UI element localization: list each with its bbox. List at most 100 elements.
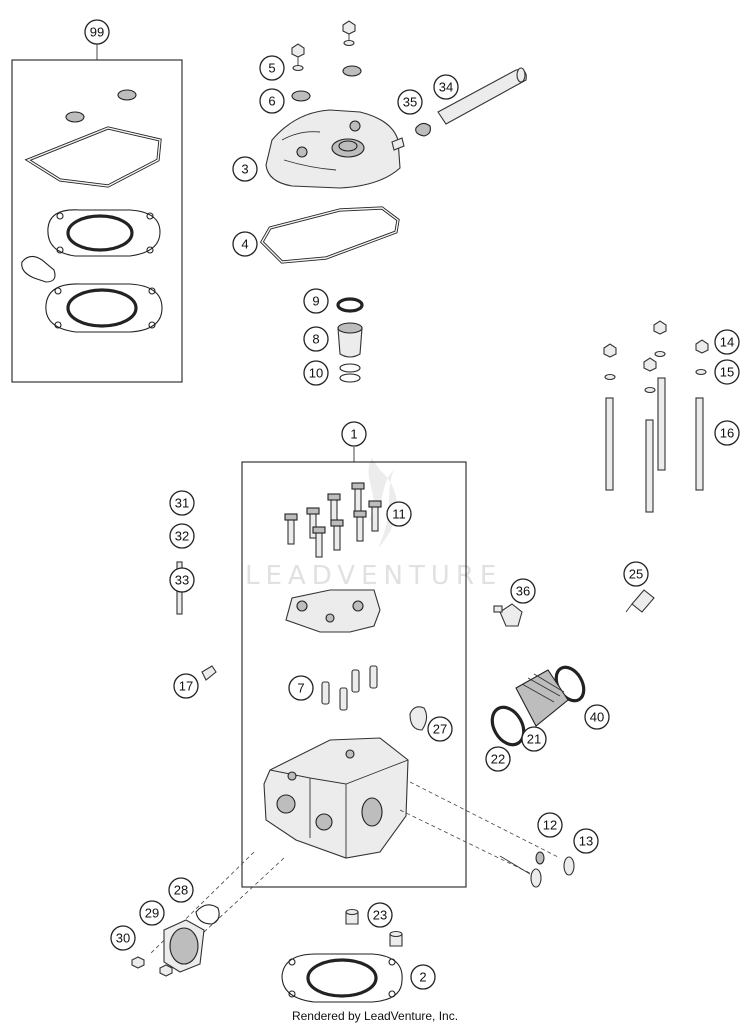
spark-plug-tube <box>337 327 363 358</box>
callout-number: 22 <box>491 752 505 767</box>
callout-circle <box>410 964 436 990</box>
callout-circle <box>110 925 136 951</box>
tube-seal-ring <box>336 297 364 313</box>
callout-1: 1 <box>341 421 367 447</box>
callout-number: 5 <box>268 61 275 76</box>
callout-number: 28 <box>174 883 188 898</box>
callout-circle <box>259 55 285 81</box>
callout-7: 7 <box>288 675 314 701</box>
callout-circle <box>259 88 285 114</box>
callout-number: 6 <box>268 94 275 109</box>
tube-o-ring-upper <box>339 363 361 373</box>
callout-number: 30 <box>116 931 130 946</box>
callout-number: 32 <box>175 529 189 544</box>
cylinder-head-assembly <box>241 447 467 888</box>
callout-circle <box>168 877 194 903</box>
callout-21: 21 <box>521 726 547 752</box>
valve-cover-gasket <box>260 206 400 264</box>
callout-circle <box>139 900 165 926</box>
exhaust-gasket-28 <box>195 904 220 925</box>
callout-number: 17 <box>179 679 193 694</box>
callout-32: 32 <box>169 523 195 549</box>
gasket-kit-frame <box>11 59 183 383</box>
cylinder-studs-group <box>603 320 709 513</box>
callout-29: 29 <box>139 900 165 926</box>
callout-15: 15 <box>714 359 740 385</box>
callout-3: 3 <box>232 156 258 182</box>
callout-4: 4 <box>232 231 258 257</box>
cylinder-head <box>263 737 409 859</box>
callout-circle <box>367 902 393 928</box>
callout-number: 7 <box>297 681 304 696</box>
valve-cover-seal <box>342 65 362 77</box>
callout-number: 9 <box>312 294 319 309</box>
callout-circle <box>169 490 195 516</box>
callout-6: 6 <box>259 88 285 114</box>
callout-5: 5 <box>259 55 285 81</box>
render-credit: Rendered by LeadVenture, Inc. <box>291 1009 459 1023</box>
callout-number: 16 <box>720 426 734 441</box>
intake-valve-head <box>563 856 575 876</box>
callout-number: 40 <box>590 710 604 725</box>
callout-circle <box>427 716 453 742</box>
intake-boot-group <box>490 665 586 747</box>
callout-circle <box>232 156 258 182</box>
callout-40: 40 <box>584 704 610 730</box>
callout-circle <box>714 420 740 446</box>
callout-8: 8 <box>303 326 329 352</box>
callout-12: 12 <box>537 812 563 838</box>
callout-circle <box>173 673 199 699</box>
callout-number: 99 <box>90 25 104 40</box>
callout-13: 13 <box>573 828 599 854</box>
callout-10: 10 <box>303 360 329 386</box>
callout-circle <box>714 359 740 385</box>
callout-23: 23 <box>367 902 393 928</box>
callout-number: 1 <box>350 427 357 442</box>
callout-number: 8 <box>312 332 319 347</box>
callout-circle <box>303 288 329 314</box>
callout-number: 23 <box>373 908 387 923</box>
cylinder-head-frame <box>241 461 467 888</box>
callout-number: 4 <box>241 237 248 252</box>
callout-circle <box>537 812 563 838</box>
camshaft-carrier-bolts <box>284 482 382 558</box>
callout-number: 2 <box>419 970 426 985</box>
callout-number: 11 <box>392 507 406 522</box>
sensor-25 <box>631 589 655 613</box>
valve-spring-retainer <box>535 851 545 865</box>
valves-group <box>149 781 575 959</box>
right-small-parts <box>409 589 655 731</box>
callout-circle <box>397 89 423 115</box>
callout-circle <box>485 746 511 772</box>
callout-circle <box>714 329 740 355</box>
callout-14: 14 <box>714 329 740 355</box>
valve-guides <box>321 665 378 711</box>
lower-parts-group <box>281 908 403 1003</box>
gasket-kit-group <box>11 44 183 383</box>
callout-35: 35 <box>397 89 423 115</box>
callout-circle <box>341 421 367 447</box>
callout-circle <box>510 578 536 604</box>
leadventure-watermark: LEADVENTURE <box>245 561 502 591</box>
cylinder-head-gasket <box>281 953 403 1003</box>
callout-31: 31 <box>169 490 195 516</box>
callout-number: 15 <box>720 365 734 380</box>
breather-hose-group <box>415 67 527 137</box>
hose-clamp <box>415 122 431 137</box>
valve-cover-bolt <box>342 20 356 35</box>
callout-2: 2 <box>410 964 436 990</box>
callout-number: 35 <box>403 95 417 110</box>
exhaust-valve-head <box>530 868 542 888</box>
spark-plug-tube-group <box>336 297 364 383</box>
callout-circle <box>288 675 314 701</box>
callout-number: 12 <box>543 818 557 833</box>
callout-circle <box>169 523 195 549</box>
callout-circle <box>169 567 195 593</box>
valve-cover-assembly <box>260 20 405 264</box>
callout-circle <box>521 726 547 752</box>
callout-34: 34 <box>433 74 459 100</box>
camshaft-carrier <box>285 589 381 633</box>
callout-number: 33 <box>175 573 189 588</box>
callout-9: 9 <box>303 288 329 314</box>
